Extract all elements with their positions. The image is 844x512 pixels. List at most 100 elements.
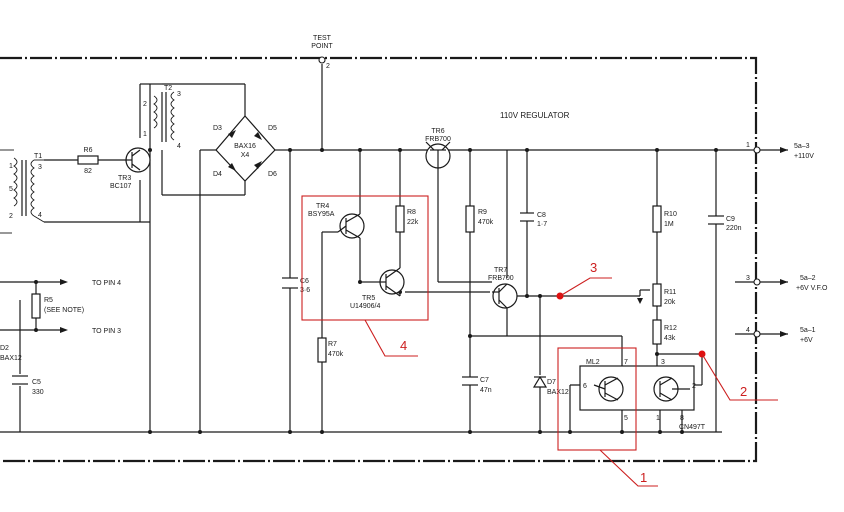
resistor-r7: R7 470k bbox=[317, 337, 344, 363]
tr5-label: TR5 bbox=[362, 295, 375, 302]
out-4-volt: +6V bbox=[800, 337, 813, 344]
capacitor-c9: C9 220n bbox=[708, 215, 742, 232]
r8-value: 22k bbox=[407, 219, 419, 226]
c8-value: 1·7 bbox=[537, 221, 547, 228]
enclosure-border bbox=[0, 56, 758, 463]
tr3-label: TR3 bbox=[118, 175, 131, 182]
tr3-value: BC107 bbox=[110, 183, 132, 190]
tr6-label: TR6 bbox=[431, 128, 444, 135]
out-1-conn: 5a–3 bbox=[794, 143, 810, 150]
tr4-value: BSY95A bbox=[308, 211, 335, 218]
out-1-pin: 1 bbox=[746, 142, 750, 149]
ml2-value: CN497T bbox=[679, 424, 706, 431]
ml2-pin-6: 6 bbox=[583, 383, 587, 390]
t1-label: T1 bbox=[34, 153, 42, 160]
ml2-label: ML2 bbox=[586, 359, 600, 366]
transistor-tr4: TR4 BSY95A bbox=[308, 203, 365, 246]
section-title: 110V REGULATOR bbox=[500, 111, 570, 120]
annotations: 4 1 3 2 bbox=[301, 195, 778, 487]
left-pin-section: TO PIN 4 TO PIN 3 R5 (SEE NOTE) D2 BAX12… bbox=[0, 279, 121, 396]
d5-label: D5 bbox=[268, 125, 277, 132]
r5-label: R5 bbox=[44, 297, 53, 304]
d3-label: D3 bbox=[213, 125, 222, 132]
output-terminals: 1 5a–3 +110V 3 5a–2 +6V V.F.O 4 5a–1 +6V bbox=[746, 142, 828, 344]
tr7-value: FRB700 bbox=[488, 275, 514, 282]
capacitor-c6: C6 3·6 bbox=[282, 277, 310, 294]
r5-note: (SEE NOTE) bbox=[44, 307, 84, 314]
r10-value: 1M bbox=[664, 221, 674, 228]
bridge-rectifier: D3 D4 D5 D6 BAX16 X4 bbox=[213, 115, 277, 182]
c7-value: 47n bbox=[480, 387, 492, 394]
transformer-t1: T1 1 5 2 3 4 bbox=[0, 149, 45, 234]
t1-pin-4: 4 bbox=[38, 212, 42, 219]
r11-label: R11 bbox=[664, 289, 676, 296]
r6-value: 82 bbox=[84, 168, 92, 175]
transistor-tr6: TR6 FRB700 bbox=[425, 128, 451, 170]
annotation-1: 1 bbox=[640, 470, 647, 485]
junctions bbox=[34, 148, 718, 434]
r11-value: 20k bbox=[664, 299, 676, 306]
t1-pin-5: 5 bbox=[9, 186, 13, 193]
c6-label: C6 bbox=[300, 278, 309, 285]
diode-d7: D7 BAX12 bbox=[532, 375, 569, 396]
ml2-pin-2: 2 bbox=[692, 383, 696, 390]
t2-label: T2 bbox=[164, 85, 172, 92]
to-pin-4-label: TO PIN 4 bbox=[92, 280, 121, 287]
ml2-pin-7: 7 bbox=[624, 359, 628, 366]
tr5-value: U14906/4 bbox=[350, 303, 380, 310]
r8-label: R8 bbox=[407, 209, 416, 216]
r7-value: 470k bbox=[328, 351, 344, 358]
c5-value: 330 bbox=[32, 389, 44, 396]
r9-label: R9 bbox=[478, 209, 487, 216]
r12-label: R12 bbox=[664, 325, 677, 332]
r9-value: 470k bbox=[478, 219, 494, 226]
t2-pin-1: 1 bbox=[143, 131, 147, 138]
ml2-pin-5: 5 bbox=[624, 415, 628, 422]
test-point: TEST POINT 2 bbox=[311, 35, 333, 70]
resistor-r9: R9 470k bbox=[465, 205, 494, 233]
resistor-r10: R10 1M bbox=[652, 205, 677, 233]
capacitor-c7: C7 47n bbox=[462, 376, 492, 394]
tr6-value: FRB700 bbox=[425, 136, 451, 143]
bridge-qty: X4 bbox=[241, 152, 250, 159]
t2-pin-2: 2 bbox=[143, 101, 147, 108]
ml2-pin-1: 1 bbox=[656, 415, 660, 422]
t1-pin-3: 3 bbox=[38, 164, 42, 171]
c5-label: C5 bbox=[32, 379, 41, 386]
r6-label: R6 bbox=[84, 147, 93, 154]
d7-label: D7 bbox=[547, 379, 556, 386]
c8-label: C8 bbox=[537, 212, 546, 219]
resistor-r6: R6 82 bbox=[77, 147, 99, 175]
out-1-volt: +110V bbox=[794, 153, 814, 160]
resistor-r11: R11 20k bbox=[637, 283, 676, 307]
c7-label: C7 bbox=[480, 377, 489, 384]
test-point-label-2: POINT bbox=[311, 43, 333, 50]
t1-pin-2: 2 bbox=[9, 213, 13, 220]
transistor-tr7: TR7 FRB700 bbox=[488, 267, 518, 309]
r12-value: 43k bbox=[664, 335, 676, 342]
d6-label: D6 bbox=[268, 171, 277, 178]
out-4-conn: 5a–1 bbox=[800, 327, 816, 334]
c9-value: 220n bbox=[726, 225, 742, 232]
annotation-4: 4 bbox=[400, 338, 407, 353]
d2-label: D2 bbox=[0, 345, 9, 352]
to-pin-3-label: TO PIN 3 bbox=[92, 328, 121, 335]
t2-pin-4: 4 bbox=[177, 143, 181, 150]
resistor-r12: R12 43k bbox=[652, 319, 677, 345]
capacitor-c8: C8 1·7 bbox=[520, 212, 547, 228]
r7-label: R7 bbox=[328, 341, 337, 348]
resistor-r8: R8 22k bbox=[395, 205, 419, 233]
out-3-pin: 3 bbox=[746, 275, 750, 282]
annotation-2: 2 bbox=[740, 384, 747, 399]
ml2-pin-8: 8 bbox=[680, 415, 684, 422]
out-4-pin: 4 bbox=[746, 327, 750, 334]
tr4-label: TR4 bbox=[316, 203, 329, 210]
d2-value: BAX12 bbox=[0, 355, 22, 362]
r10-label: R10 bbox=[664, 211, 677, 218]
annotation-3: 3 bbox=[590, 260, 597, 275]
test-point-pin: 2 bbox=[326, 63, 330, 70]
bridge-label: BAX16 bbox=[234, 143, 256, 150]
d4-label: D4 bbox=[213, 171, 222, 178]
ic-ml2: ML2 CN497T 7 6 5 3 2 1 8 bbox=[579, 359, 706, 431]
transistor-tr5: TR5 U14906/4 bbox=[350, 267, 405, 310]
